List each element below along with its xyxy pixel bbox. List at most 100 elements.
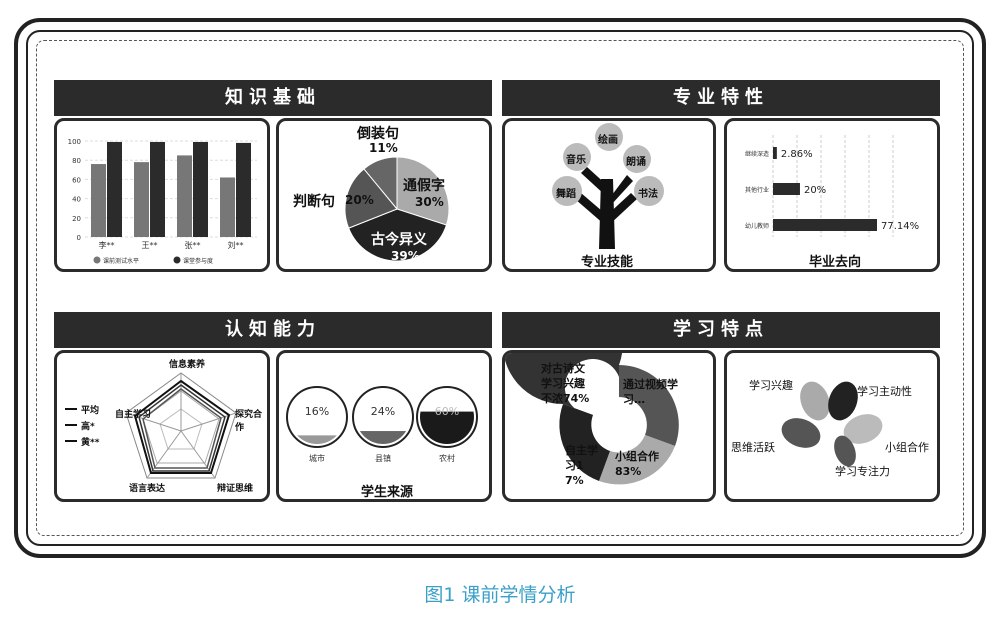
- tree-leaf-circle: [634, 176, 664, 206]
- hbar-category-label: 继续深造: [745, 150, 769, 158]
- hbar-category-label: 其他行业: [745, 186, 769, 194]
- y-tick-label: 40: [72, 196, 81, 204]
- y-tick-label: 100: [68, 138, 81, 146]
- card-skill-tree: 绘画 音乐 朗诵 舞蹈 书法 专业技能: [502, 118, 716, 272]
- donut-label-interest: 对古诗文学习兴趣不浓74%: [541, 362, 590, 405]
- pie-value-daozhuang: 11%: [369, 141, 398, 155]
- score-bar-chart: 100806040200李**王**张**刘**课前测试水平课堂参与度: [68, 138, 257, 265]
- pie-label-panduan: 判断句: [293, 194, 335, 210]
- card-grammar-pie-chart: 倒装句 11% 通假字 30% 古今异义 39% 判断句 20%: [276, 118, 492, 272]
- donut-slice-video: [619, 365, 679, 446]
- inner-frame: [26, 30, 974, 546]
- card-cognition-radar: 信息素养 探究合作 辩证思维 语言表达 自主学习 平均 高* 黄**: [54, 350, 270, 502]
- pie-label-tongjia: 通假字: [403, 178, 445, 194]
- source-value: 24%: [371, 405, 395, 418]
- hbar-value-label: 20%: [804, 185, 826, 196]
- tree-leaf-circle: [595, 123, 623, 151]
- petal-icon: [781, 418, 821, 448]
- x-tick-label: 刘**: [228, 240, 244, 250]
- dashed-frame: [36, 40, 964, 536]
- x-tick-label: 张**: [185, 241, 201, 250]
- petal-icon: [834, 435, 856, 467]
- donut-slice-interest: [505, 353, 623, 416]
- hbar-caption: 毕业去向: [809, 255, 862, 270]
- bar: [236, 142, 251, 237]
- source-circle: [286, 386, 348, 448]
- radar-axis-language: 语言表达: [129, 484, 166, 494]
- radar-legend-avg: 平均: [81, 406, 100, 416]
- tree-leaf-wudao: 舞蹈: [556, 189, 576, 200]
- grammar-pie-chart: [344, 156, 450, 262]
- tree-leaf-circle: [563, 143, 591, 171]
- petal-label-interest: 学习兴趣: [749, 379, 793, 392]
- tree-leaf-shufa: 书法: [638, 189, 658, 200]
- section-header-learning: 学习特点: [502, 312, 940, 348]
- learning-donut-chart: [505, 353, 679, 485]
- figure-caption: 图1 课前学情分析: [424, 584, 576, 606]
- pie-slice: [396, 156, 450, 226]
- bar: [91, 164, 106, 237]
- bar: [107, 141, 122, 237]
- donut-slice-group: [599, 435, 675, 485]
- hbar-value-label: 2.86%: [781, 149, 813, 160]
- tree-trunk-icon: [575, 167, 637, 249]
- section-header-major: 专业特性: [502, 80, 940, 116]
- bar: [134, 162, 149, 237]
- pie-label-daozhuang: 倒装句: [357, 126, 399, 142]
- card-learning-donut: 对古诗文学习兴趣不浓74% 通过视频学习… 小组合作 83% 自主学习17%: [502, 350, 716, 502]
- hbar: [773, 219, 877, 231]
- y-tick-label: 80: [72, 157, 81, 165]
- radar-axis-self: 自主学习: [115, 410, 152, 420]
- source-caption: 学生来源: [361, 485, 414, 500]
- tree-leaf-langsong: 朗诵: [626, 157, 646, 168]
- tree-leaf-circle: [552, 176, 582, 206]
- radar-axis-explore: 探究合作: [235, 410, 263, 433]
- petal-label-focus: 学习专注力: [835, 465, 890, 478]
- radar-axis-dialectic: 辩证思维: [217, 484, 254, 494]
- legend-swatch: [93, 256, 101, 264]
- section-header-knowledge: 知识基础: [54, 80, 492, 116]
- petal-icon: [828, 381, 858, 421]
- donut-label-video: 通过视频学习…: [623, 378, 678, 406]
- hbar-category-label: 幼儿教师: [745, 222, 769, 230]
- pie-slice: [348, 208, 448, 262]
- source-label: 农村: [439, 453, 455, 463]
- petal-label-thinking: 思维活跃: [731, 441, 775, 454]
- cognition-radar-chart: [65, 372, 237, 479]
- hbar: [773, 147, 777, 159]
- pie-slice: [344, 168, 398, 229]
- bar: [220, 177, 235, 237]
- skill-tree-graphic: [552, 123, 664, 249]
- legend-label: 课前测试水平: [103, 257, 139, 265]
- x-tick-label: 李**: [99, 240, 115, 250]
- bar: [150, 141, 165, 237]
- pie-label-gujin: 古今异义: [371, 232, 427, 248]
- source-value: 16%: [305, 405, 329, 418]
- source-value: 60%: [435, 405, 459, 418]
- radar-legend-gao: 高*: [81, 422, 95, 432]
- pie-value-panduan: 20%: [345, 193, 374, 207]
- legend-swatch: [173, 256, 181, 264]
- tree-caption: 专业技能: [581, 255, 634, 270]
- petal-label-initiative: 学习主动性: [857, 385, 912, 398]
- section-header-cognition: 认知能力: [54, 312, 492, 348]
- hbar: [773, 183, 800, 195]
- card-learning-petals: 学习兴趣 学习主动性 小组合作 学习专注力 思维活跃: [724, 350, 940, 502]
- bar: [193, 141, 208, 237]
- source-label: 县镇: [375, 453, 391, 463]
- petal-label-group: 小组合作: [885, 441, 929, 454]
- legend-label: 课堂参与度: [183, 257, 213, 265]
- radar-axis-info: 信息素养: [169, 360, 206, 370]
- donut-label-group: 小组合作 83%: [615, 450, 659, 478]
- bar: [177, 155, 192, 237]
- source-fill: [290, 435, 344, 444]
- petal-icon: [843, 414, 883, 444]
- x-tick-label: 王**: [142, 241, 158, 250]
- donut-label-self: 自主学习17%: [565, 444, 598, 487]
- tree-leaf-circle: [623, 145, 651, 173]
- y-tick-label: 60: [72, 176, 81, 184]
